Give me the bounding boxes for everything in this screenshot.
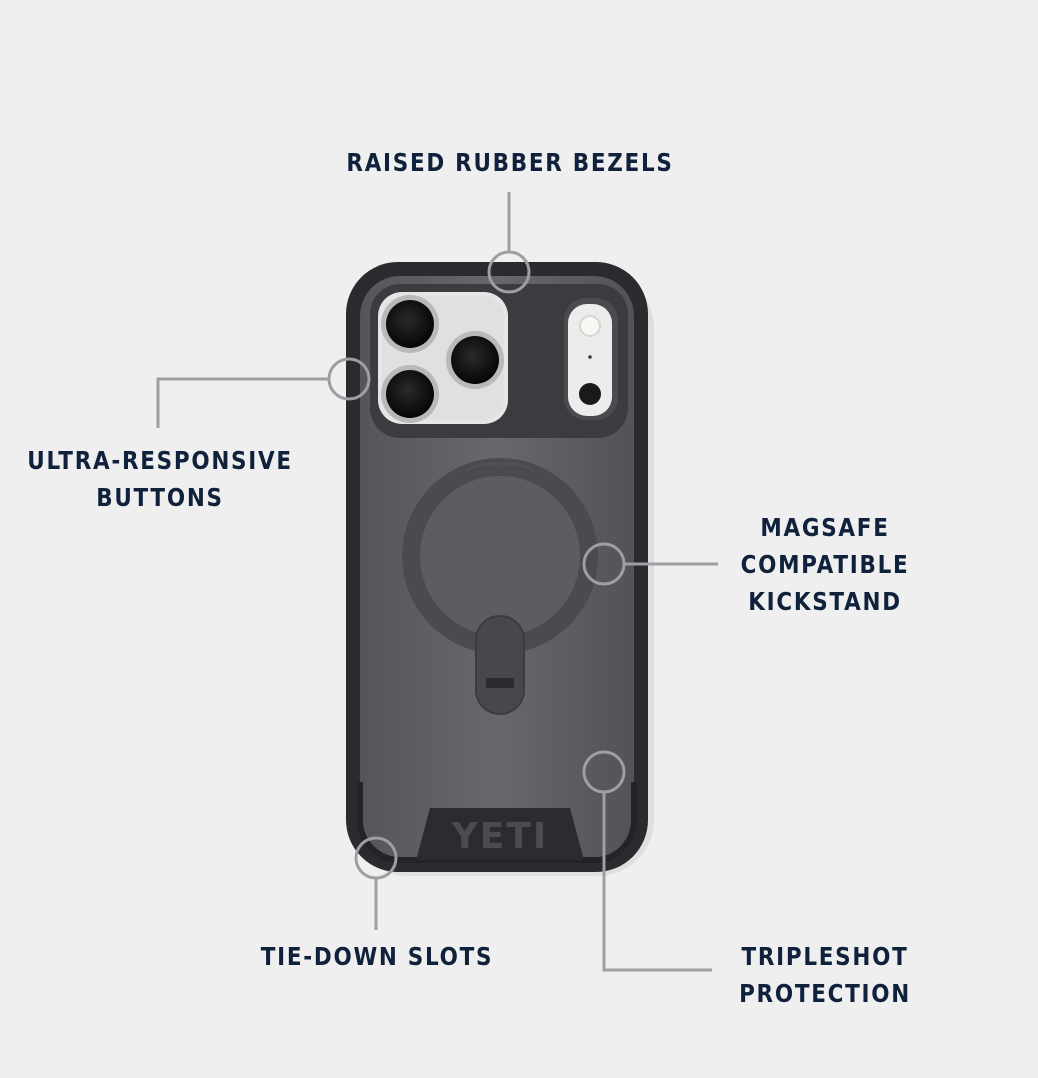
flash-icon <box>579 315 601 337</box>
lens-bottom <box>386 370 434 418</box>
leader-line-buttons <box>156 377 329 428</box>
lidar-sensor-icon <box>579 383 601 405</box>
marker-slots <box>354 836 398 880</box>
callout-kickstand-line-3: KICKSTAND <box>748 587 902 616</box>
magsafe-ring-inner <box>420 476 580 636</box>
leader-line-tripleshot <box>602 792 712 972</box>
callout-tripleshot-line-2: PROTECTION <box>739 979 911 1008</box>
callout-buttons-line-2: BUTTONS <box>96 483 224 512</box>
callout-magsafe-kickstand: MAGSAFE COMPATIBLE KICKSTAND <box>700 509 949 620</box>
callout-kickstand-line-1: MAGSAFE <box>760 513 890 542</box>
marker-buttons <box>327 357 371 401</box>
kickstand-hinge <box>475 615 525 715</box>
callout-slots-line-1: TIE-DOWN SLOTS <box>260 942 494 971</box>
yeti-logo-text: YETI <box>451 816 549 857</box>
callout-bezels-line-1: RAISED RUBBER BEZELS <box>346 148 674 177</box>
mic-icon <box>588 355 592 359</box>
lens-right <box>451 336 499 384</box>
kickstand-notch <box>465 461 535 472</box>
callout-ultra-responsive-buttons: ULTRA-RESPONSIVE BUTTONS <box>0 442 341 516</box>
callout-raised-rubber-bezels: RAISED RUBBER BEZELS <box>286 144 733 181</box>
callout-kickstand-line-2: COMPATIBLE <box>740 550 910 579</box>
marker-kickstand <box>582 542 626 586</box>
marker-bezels <box>487 250 531 294</box>
lens-top <box>386 300 434 348</box>
yeti-logo-badge <box>416 808 584 860</box>
kickstand-hinge-slot <box>486 678 514 688</box>
callout-buttons-line-1: ULTRA-RESPONSIVE <box>27 446 293 475</box>
flash-module <box>568 304 612 416</box>
marker-tripleshot <box>582 750 626 794</box>
callout-tripleshot-protection: TRIPLESHOT PROTECTION <box>700 938 949 1012</box>
leader-lines <box>156 192 718 972</box>
callout-tie-down-slots: TIE-DOWN SLOTS <box>235 938 519 975</box>
callout-tripleshot-line-1: TRIPLESHOT <box>741 942 909 971</box>
